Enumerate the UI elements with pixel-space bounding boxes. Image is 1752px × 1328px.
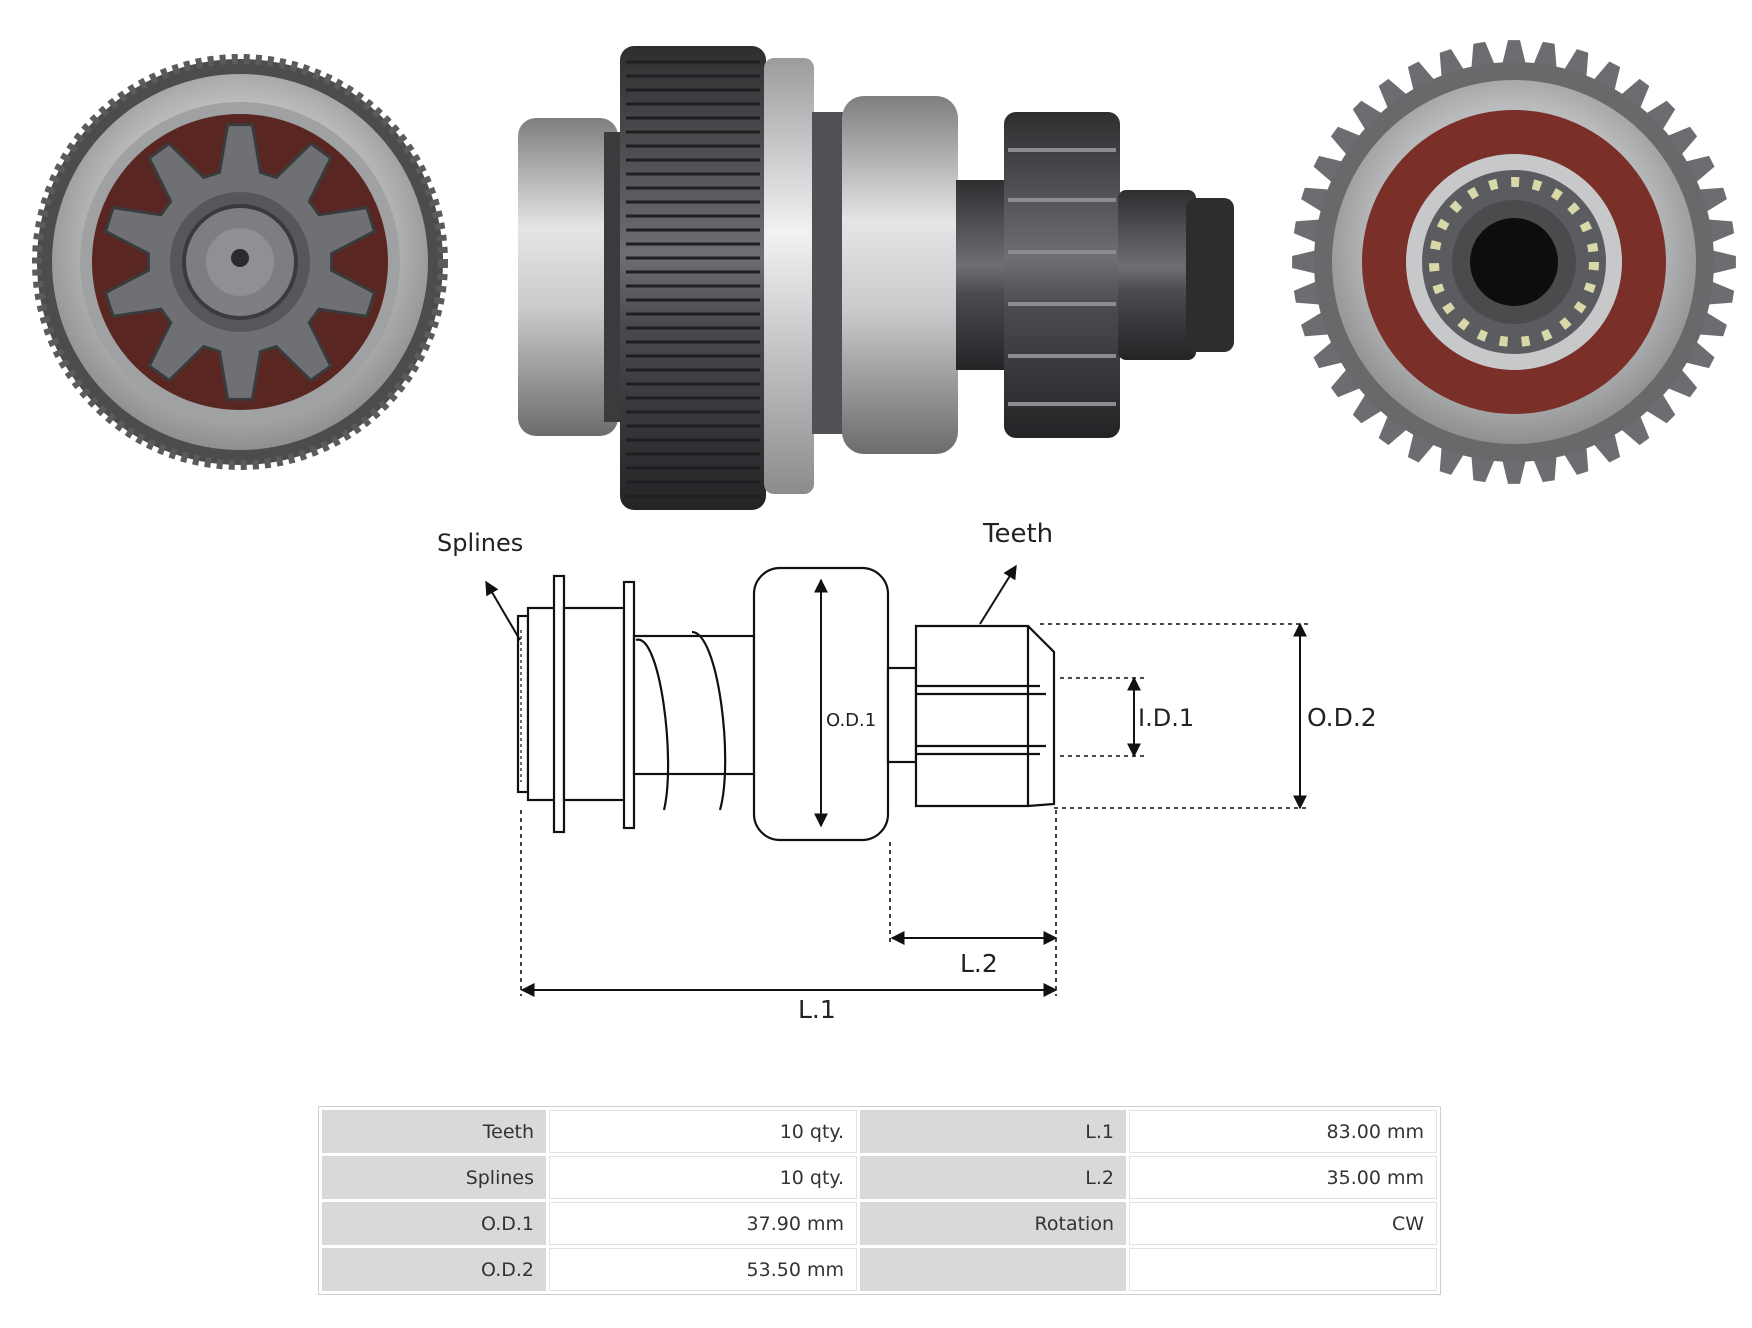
photo-pinion-end-view xyxy=(32,54,448,470)
ring-gear-teeth xyxy=(626,60,760,498)
flange-left-outline xyxy=(552,574,566,834)
pinion-side-teeth xyxy=(1008,148,1116,406)
clutch-collar xyxy=(764,58,814,494)
front-bearing xyxy=(842,96,958,454)
spec-value: CW xyxy=(1129,1202,1437,1245)
spec-key: L.1 xyxy=(860,1110,1126,1153)
product-photos xyxy=(32,40,1736,510)
teeth-label: Teeth xyxy=(982,520,1053,549)
spec-key xyxy=(860,1248,1126,1291)
shaft-nose xyxy=(1118,190,1196,360)
neck-outline xyxy=(886,666,918,764)
od1-label: O.D.1 xyxy=(826,710,876,731)
hub-outline xyxy=(562,606,626,802)
spec-value: 53.50 mm xyxy=(549,1248,857,1291)
od2-label: O.D.2 xyxy=(1307,703,1377,732)
spec-value: 83.00 mm xyxy=(1129,1110,1437,1153)
center-bore xyxy=(1470,218,1558,306)
spec-value: 10 qty. xyxy=(549,1156,857,1199)
pinion-side xyxy=(1004,112,1120,438)
flange-right-outline xyxy=(622,580,636,830)
splines-leader xyxy=(485,580,521,641)
ring-gear xyxy=(620,46,766,510)
outer-gear-teeth xyxy=(32,54,448,470)
l1-label: L.1 xyxy=(798,995,836,1024)
rollers xyxy=(1429,177,1599,347)
splines-label: Splines xyxy=(437,529,523,557)
id1-label: I.D.1 xyxy=(1138,704,1194,732)
photo-gear-end-view xyxy=(1292,40,1736,484)
spec-key: L.2 xyxy=(860,1156,1126,1199)
spec-value xyxy=(1129,1248,1437,1291)
center-hole xyxy=(231,249,249,267)
spec-value: 10 qty. xyxy=(549,1110,857,1153)
spec-key: O.D.1 xyxy=(322,1202,546,1245)
ring-gear-teeth-end xyxy=(1292,40,1736,484)
teeth-leader xyxy=(979,564,1017,625)
spec-key: O.D.2 xyxy=(322,1248,546,1291)
spring-coils xyxy=(635,630,727,811)
spec-key: Splines xyxy=(322,1156,546,1199)
rear-bearing xyxy=(518,118,618,436)
spec-value: 35.00 mm xyxy=(1129,1156,1437,1199)
spec-value: 37.90 mm xyxy=(549,1202,857,1245)
dimension-drawing: Splines Teeth O.D.1 O.D.2 I.D.1 L.2 L.1 xyxy=(437,520,1377,1024)
spline-end-outline xyxy=(516,614,530,794)
spec-key: Teeth xyxy=(322,1110,546,1153)
pinion-outline xyxy=(914,624,1056,808)
l2-label: L.2 xyxy=(960,949,998,978)
shaft-tip xyxy=(1186,198,1234,352)
spec-key: Rotation xyxy=(860,1202,1126,1245)
photo-drive-side-view xyxy=(518,46,1234,510)
